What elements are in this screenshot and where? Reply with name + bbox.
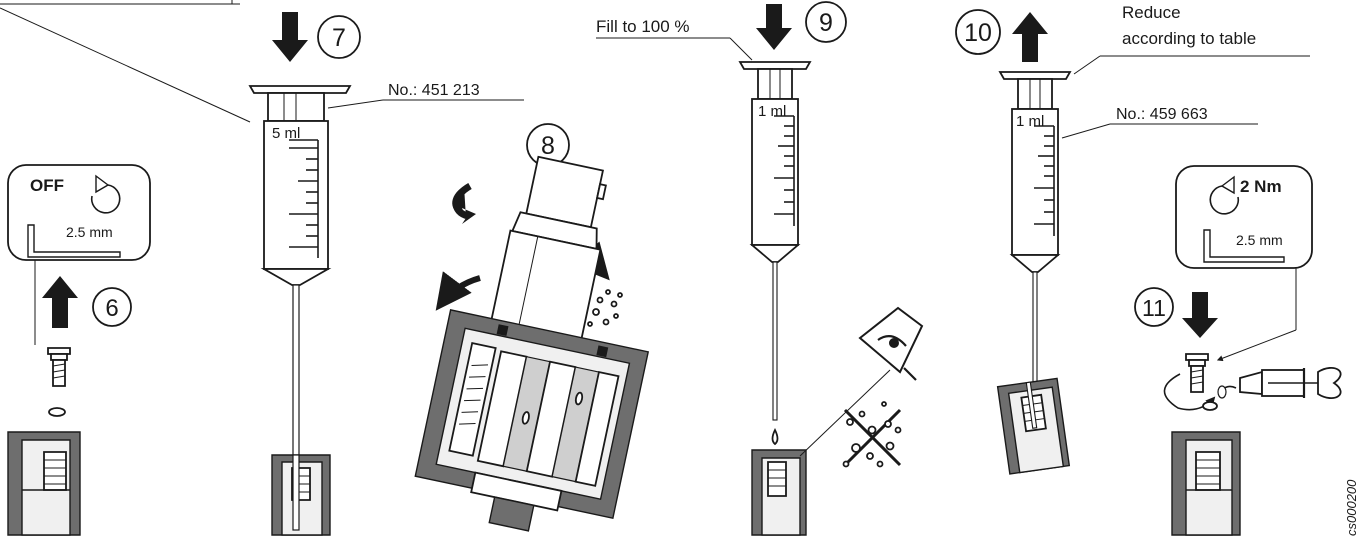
syringe-1ml-reduce-scale (1034, 125, 1055, 236)
hex-key-size-left: 2.5 mm (66, 224, 113, 240)
housing-section-left (7, 431, 81, 536)
syringe-5ml-volume: 5 ml (272, 125, 300, 142)
step-11-badge: 11 (1134, 287, 1174, 327)
svg-text:9: 9 (819, 9, 833, 37)
reduce-instruction-1: Reduce (1122, 3, 1181, 22)
off-callout-box: OFF 2.5 mm (7, 164, 151, 261)
o-ring (48, 407, 66, 417)
step-10-panel: 10 Reduce according to table (955, 3, 1310, 475)
air-bubbles-icon (587, 289, 623, 327)
arrow-down-icon-9 (756, 4, 792, 50)
svg-text:11: 11 (1142, 295, 1166, 321)
brake-caliper-assembly (414, 155, 650, 532)
step-9-badge: 9 (805, 1, 847, 43)
syringe-1ml-reduce-volume: 1 ml (1016, 113, 1044, 130)
rotate-cw-icon (1209, 175, 1240, 215)
part-number-5ml: No.: 451 213 (388, 82, 480, 99)
arrow-up-icon-10 (1012, 12, 1048, 62)
step-7-badge: 7 (317, 15, 361, 59)
rotate-icon (452, 182, 476, 224)
syringe-1ml-fill-scale (774, 115, 795, 226)
torque-callout-box: 2 Nm 2.5 mm (1175, 165, 1313, 269)
step-6-panel: OFF 2.5 mm 6 (7, 164, 151, 536)
step-6-badge: 6 (92, 287, 132, 327)
housing-section-9 (751, 449, 807, 536)
droplet-icon (771, 427, 779, 446)
rotate-ccw-icon (90, 174, 121, 214)
no-bubbles-icon (842, 401, 902, 468)
syringe-5ml-scale (289, 140, 319, 258)
svg-text:7: 7 (332, 24, 346, 52)
housing-section-right (1171, 431, 1241, 536)
step-7-panel: 7 5 ml (0, 0, 524, 536)
eye-inspect-icon (858, 306, 924, 381)
svg-text:6: 6 (105, 295, 118, 322)
syringe-1ml-reduce: 1 ml (998, 71, 1072, 423)
screw-icon-right (1185, 353, 1209, 393)
housing-section-10 (996, 377, 1071, 475)
hex-key-size-right: 2.5 mm (1236, 232, 1283, 248)
hex-key-icon (27, 224, 121, 258)
off-label: OFF (30, 176, 64, 195)
svg-text:8: 8 (541, 132, 555, 160)
syringe-1ml-fill-volume: 1 ml (758, 103, 786, 120)
step-8-panel: 8 (414, 123, 650, 532)
step-11-panel: 2 Nm 2.5 mm 11 (1134, 165, 1359, 536)
drawing-id: cs000200 (1344, 479, 1359, 536)
step-9-panel: Fill to 100 % 9 (596, 1, 924, 536)
arrow-down-icon-11 (1182, 292, 1218, 338)
syringe-1ml-fill: 1 ml (738, 61, 812, 421)
screw-icon (47, 347, 71, 387)
syringe-5ml: 5 ml (248, 85, 352, 516)
svg-text:10: 10 (964, 19, 992, 47)
housing-section-7 (271, 454, 331, 536)
fill-instruction: Fill to 100 % (596, 17, 690, 36)
arrow-up-icon (42, 276, 78, 328)
part-number-1ml: No.: 459 663 (1116, 106, 1208, 123)
reduce-instruction-2: according to table (1122, 29, 1256, 48)
step-10-badge: 10 (955, 9, 1001, 55)
o-ring-right (1202, 401, 1218, 411)
torque-value: 2 Nm (1240, 177, 1282, 196)
hex-key-icon-right (1203, 229, 1285, 263)
arrow-down-icon (272, 12, 308, 62)
grease-syringe-icon (1217, 367, 1342, 399)
